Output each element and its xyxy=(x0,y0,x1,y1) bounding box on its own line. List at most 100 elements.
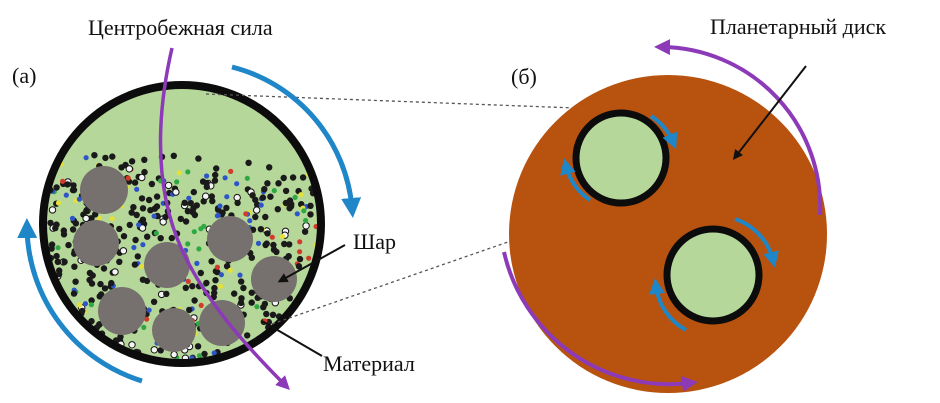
powder-particle xyxy=(120,248,126,254)
powder-particle xyxy=(89,302,94,307)
powder-particle xyxy=(183,285,189,291)
grinding-ball xyxy=(199,300,245,346)
powder-particle xyxy=(171,351,177,357)
powder-particle xyxy=(190,209,196,215)
powder-particle xyxy=(244,332,250,338)
powder-particle xyxy=(158,235,164,241)
powder-particle xyxy=(192,229,197,234)
planetary-disk-label: Планетарный диск xyxy=(710,14,886,39)
powder-particle xyxy=(249,192,255,198)
powder-particle xyxy=(121,233,127,239)
powder-particle xyxy=(262,301,268,307)
powder-particle xyxy=(169,235,175,241)
powder-particle xyxy=(182,200,188,206)
powder-particle xyxy=(97,281,103,287)
powder-particle xyxy=(263,311,269,317)
vial-top xyxy=(576,113,666,203)
powder-particle xyxy=(300,174,306,180)
powder-particle xyxy=(238,300,244,306)
powder-particle xyxy=(199,303,204,308)
powder-particle xyxy=(307,203,313,209)
powder-particle xyxy=(243,211,248,216)
grinding-ball xyxy=(152,308,196,352)
powder-particle xyxy=(195,155,201,161)
powder-particle xyxy=(249,255,255,261)
powder-particle xyxy=(174,179,179,184)
powder-particle xyxy=(209,198,215,204)
powder-particle xyxy=(186,307,192,313)
powder-particle xyxy=(216,213,221,218)
powder-particle xyxy=(272,188,277,193)
powder-particle xyxy=(101,265,107,271)
powder-particle xyxy=(132,261,138,267)
powder-particle xyxy=(247,218,252,223)
powder-particle xyxy=(154,193,160,199)
powder-particle xyxy=(215,265,220,270)
powder-particle xyxy=(307,211,313,217)
powder-particle xyxy=(139,195,145,201)
powder-particle xyxy=(301,208,306,213)
powder-particle xyxy=(65,242,71,248)
powder-particle xyxy=(212,177,218,183)
powder-particle xyxy=(213,165,219,171)
powder-particle xyxy=(102,155,108,161)
powder-particle xyxy=(249,290,255,296)
powder-particle xyxy=(218,284,223,289)
powder-particle xyxy=(185,241,190,246)
powder-particle xyxy=(141,157,147,163)
powder-particle xyxy=(231,290,237,296)
powder-particle xyxy=(71,264,77,270)
powder-particle xyxy=(267,194,273,200)
powder-particle xyxy=(262,242,268,248)
powder-particle xyxy=(191,189,197,195)
powder-particle xyxy=(295,211,300,216)
powder-particle xyxy=(260,194,266,200)
powder-particle xyxy=(212,172,218,178)
powder-particle xyxy=(252,214,258,220)
powder-particle xyxy=(73,220,79,226)
powder-particle xyxy=(139,264,144,269)
powder-particle xyxy=(116,259,122,265)
grinding-ball xyxy=(207,216,253,262)
powder-particle xyxy=(186,196,191,201)
powder-particle xyxy=(140,277,146,283)
powder-particle xyxy=(302,229,308,235)
powder-particle xyxy=(258,226,264,232)
powder-particle xyxy=(275,180,281,186)
ball-label: Шар xyxy=(353,229,396,254)
powder-particle xyxy=(91,152,97,158)
material-pointer-line xyxy=(262,321,322,356)
powder-particle xyxy=(71,187,77,193)
powder-particle xyxy=(178,216,184,222)
powder-particle xyxy=(110,216,115,221)
powder-particle xyxy=(64,193,69,198)
powder-particle xyxy=(127,222,133,228)
powder-particle xyxy=(306,256,311,261)
powder-particle xyxy=(126,176,131,181)
powder-particle xyxy=(286,205,292,211)
powder-particle xyxy=(130,204,136,210)
powder-particle xyxy=(204,173,209,178)
centrifugal-force-label: Центробежная сила xyxy=(88,15,273,40)
powder-particle xyxy=(83,301,88,306)
powder-particle xyxy=(201,351,207,357)
powder-particle xyxy=(136,222,141,227)
material-label: Материал xyxy=(323,351,415,376)
powder-particle xyxy=(203,193,209,199)
panel-a-label: (а) xyxy=(12,63,36,88)
powder-particle xyxy=(261,186,267,192)
powder-particle xyxy=(240,285,246,291)
powder-particle xyxy=(154,231,159,236)
powder-particle xyxy=(203,280,209,286)
powder-particle xyxy=(60,179,65,184)
powder-particle xyxy=(177,170,182,175)
powder-particle xyxy=(234,181,239,186)
powder-particle xyxy=(131,245,136,250)
powder-particle xyxy=(275,206,281,212)
powder-particle xyxy=(186,279,191,284)
powder-particle xyxy=(84,155,89,160)
powder-particle xyxy=(281,241,287,247)
panel-b-label: (б) xyxy=(511,64,537,89)
powder-particle xyxy=(64,181,70,187)
powder-particle xyxy=(140,242,145,247)
